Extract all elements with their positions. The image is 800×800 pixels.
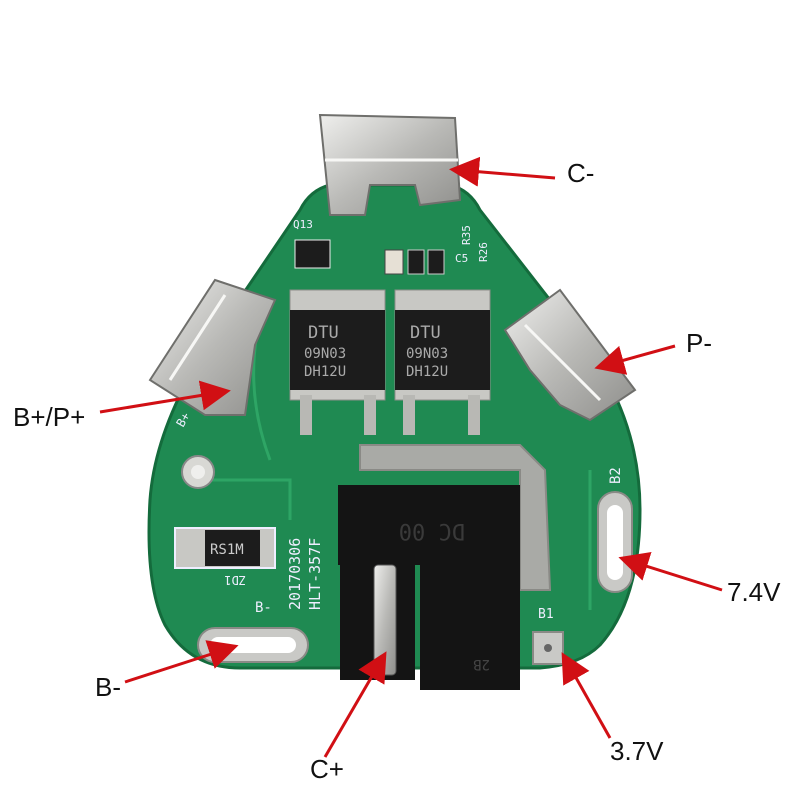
q13-transistor	[294, 239, 331, 269]
tab-b-plus-p-plus	[148, 278, 277, 416]
silk-model: HLT-357F	[306, 538, 324, 610]
smd-resistor	[384, 249, 404, 275]
arrow-c-plus	[323, 651, 387, 758]
label-p-minus: P-	[686, 328, 712, 358]
silk-b-plus: B+	[173, 410, 192, 430]
mosfet-right-part: 09N03	[406, 346, 448, 362]
label-b-minus: B-	[95, 672, 121, 702]
silk-q13: Q13	[293, 218, 313, 231]
mosfet-left: DTU 09N03 DH12U	[289, 289, 386, 435]
mosfet-left-part: 09N03	[304, 346, 346, 362]
mosfet-left-brand: DTU	[308, 323, 339, 343]
c-plus-pin	[373, 564, 397, 676]
arrow-p-minus	[594, 344, 676, 375]
mosfet-right-code: DH12U	[406, 364, 448, 380]
silk-b-minus: B-	[255, 600, 272, 616]
silk-b1: B1	[538, 607, 554, 622]
dc-connector: DC 00 2B	[338, 485, 520, 690]
arrow-b-plus-p-plus	[99, 380, 231, 414]
label-b-plus-p-plus: B+/P+	[13, 402, 86, 432]
label-7-4v: 7.4V	[727, 577, 781, 607]
mosfet-right-brand: DTU	[410, 323, 441, 343]
tab-c-minus	[318, 113, 462, 216]
label-c-plus: C+	[310, 754, 344, 784]
arrow-7-4v	[618, 552, 723, 592]
mosfet-left-code: DH12U	[304, 364, 346, 380]
arrow-3-7v	[561, 652, 612, 739]
silk-zd1: ZD1	[224, 573, 246, 587]
arrow-b-minus	[124, 640, 239, 684]
connector-marking: DC 00	[399, 518, 465, 543]
smd-resistor	[407, 249, 425, 275]
silk-c5: C5	[455, 252, 468, 265]
connector-side: 2B	[473, 656, 490, 672]
mosfet-right: DTU 09N03 DH12U	[394, 289, 491, 435]
silk-date: 20170306	[286, 538, 304, 610]
silk-b2: B2	[608, 467, 624, 484]
label-3-7v: 3.7V	[610, 736, 664, 766]
label-c-minus: C-	[567, 158, 595, 188]
smd-resistor	[427, 249, 445, 275]
tin-pad	[359, 444, 552, 591]
diode-rs1m: RS1M	[174, 527, 276, 569]
arrow-c-minus	[449, 156, 556, 187]
pcb-trace	[210, 478, 292, 520]
tab-p-minus	[503, 288, 637, 422]
svg-text:RS1M: RS1M	[210, 542, 244, 558]
silk-r35: R35	[460, 225, 473, 245]
silk-r26: R26	[477, 242, 490, 262]
